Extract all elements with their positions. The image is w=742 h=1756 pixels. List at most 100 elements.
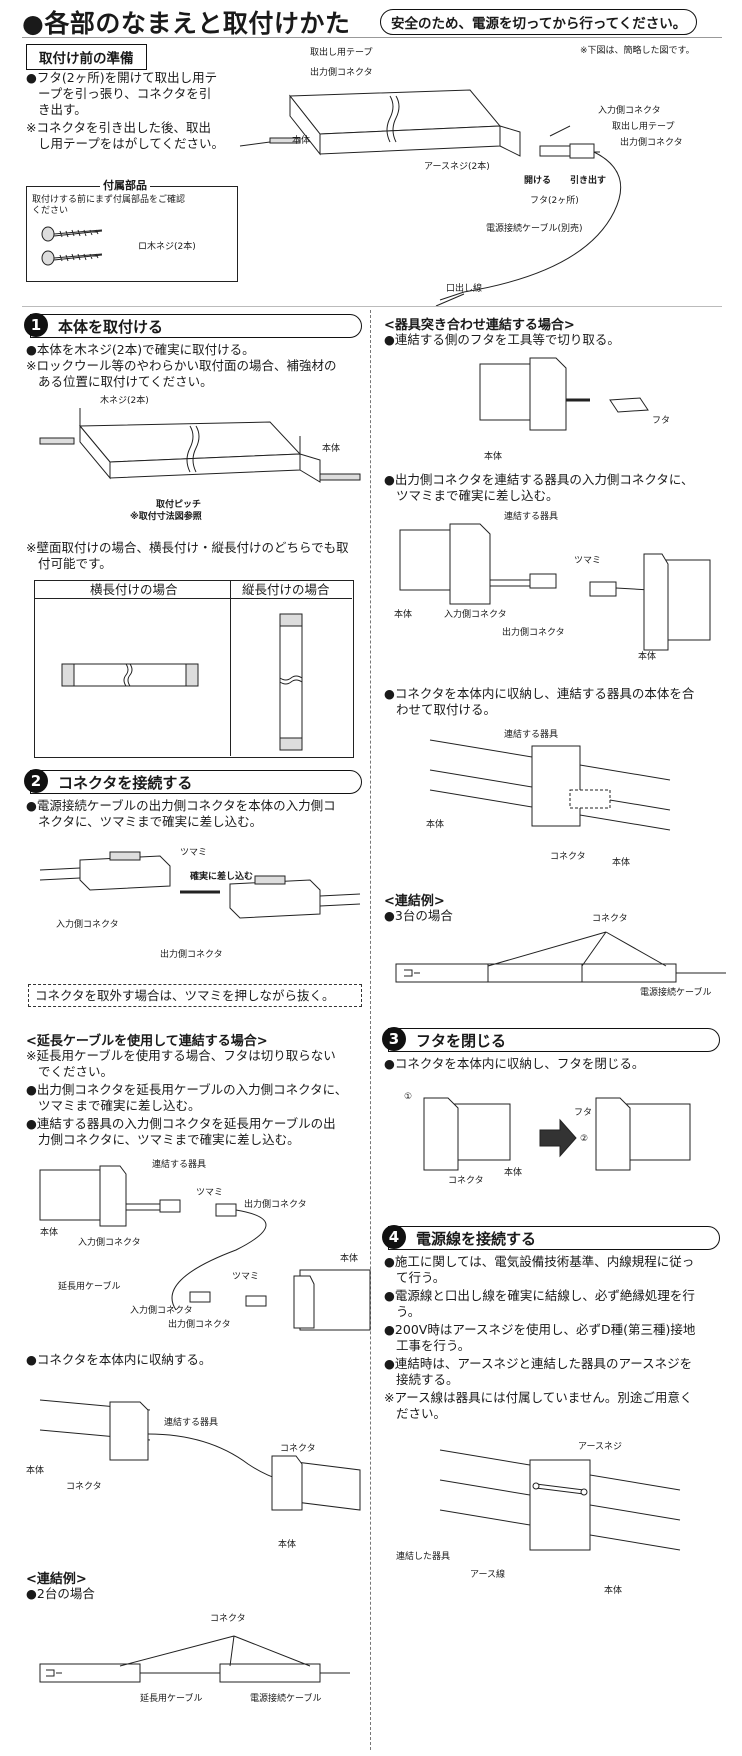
step2-title: コネクタを接続する bbox=[58, 774, 193, 792]
step3-circ2: ② bbox=[580, 1134, 589, 1144]
step1-line1: ●本体を木ネジ(2本)で確実に取付ける。 bbox=[26, 342, 255, 357]
safety-caution: 安全のため、電源を切ってから行ってください。 bbox=[380, 9, 698, 35]
step4-connected: 連結した器具 bbox=[396, 1552, 451, 1562]
ov-lid: フタ(2ヶ所) bbox=[530, 196, 579, 206]
butt-body-3: 本体 bbox=[638, 652, 657, 662]
step4-ground-screw: アースネジ bbox=[578, 1442, 623, 1452]
simplified-note: ※下図は、簡略した図です。 bbox=[580, 46, 695, 56]
butt-mount-diagram bbox=[429, 739, 671, 831]
step4-l1: ●施工に関しては、電気設備技術基準、内線規程に従っ bbox=[384, 1254, 695, 1269]
butt-mount-body-2: 本体 bbox=[612, 858, 631, 868]
ov-open: 開ける bbox=[524, 176, 552, 186]
step3-line1: ●コネクタを本体内に収納し、フタを閉じる。 bbox=[384, 1056, 645, 1071]
butt-connect-diagram bbox=[399, 523, 711, 651]
step2-in-conn: 入力側コネクタ bbox=[56, 920, 119, 930]
butt-mount-body-1: 本体 bbox=[426, 820, 445, 830]
ov-pull: 引き出す bbox=[570, 176, 607, 186]
ext-out-conn-1: 出力側コネクタ bbox=[244, 1200, 307, 1210]
ext-store-conn-2: コネクタ bbox=[280, 1444, 316, 1454]
ov-cable: 電源接続ケーブル(別売) bbox=[486, 224, 583, 234]
ext-l5: ●連結する器具の入力側コネクタを延長用ケーブルの出 bbox=[26, 1116, 336, 1131]
ext-l2: でください。 bbox=[38, 1064, 114, 1079]
ext-knob-1: ツマミ bbox=[196, 1188, 224, 1198]
step4-l10: ださい。 bbox=[396, 1406, 447, 1421]
butt-example-power: 電源接続ケーブル bbox=[640, 988, 712, 998]
remove-connector-note: コネクタを取外す場合は、ツマミを押しながら抜く。 bbox=[28, 984, 362, 1007]
butt-l3: ツマミまで確実に差し込む。 bbox=[396, 488, 559, 503]
step2-number: 2 bbox=[24, 769, 48, 793]
prep-line5: し用テープをはがしてください。 bbox=[38, 136, 225, 151]
step4-l9: ※アース線は器具には付属していません。別途ご用意く bbox=[384, 1390, 693, 1405]
ov-tape-left: 取出し用テープ bbox=[310, 48, 373, 58]
ext-store-fixture: 連結する器具 bbox=[164, 1418, 219, 1428]
step4-l5: ●200V時はアースネジを使用し、必ずD種(第三種)接地 bbox=[384, 1322, 696, 1337]
ext-in-conn-1: 入力側コネクタ bbox=[78, 1238, 141, 1248]
butt-example-heading: <連結例> bbox=[384, 894, 445, 909]
ov-in-conn: 入力側コネクタ bbox=[598, 106, 661, 116]
step3-connector: コネクタ bbox=[448, 1176, 484, 1186]
step4-l3: ●電源線と口出し線を確実に結線し、必ず絶縁処理を行 bbox=[384, 1288, 695, 1303]
ext-l1: ※延長用ケーブルを使用する場合、フタは切り取らない bbox=[26, 1048, 336, 1063]
ext-heading: <延長ケーブルを使用して連結する場合> bbox=[26, 1034, 268, 1049]
step1-wall1: ※壁面取付けの場合、横長付け・縦長付けのどちらでも取 bbox=[26, 540, 349, 555]
accessories-heading: 付属部品 bbox=[100, 180, 150, 192]
step1-pitch2: ※取付寸法図参照 bbox=[130, 512, 202, 522]
column-divider bbox=[370, 310, 371, 1750]
step4-l4: う。 bbox=[396, 1304, 421, 1319]
ext-diagram bbox=[39, 1165, 371, 1331]
butt-mount-conn: コネクタ bbox=[550, 852, 586, 862]
ov-body: 本体 bbox=[292, 136, 311, 146]
ov-leadwire: 口出し線 bbox=[446, 284, 483, 294]
step4-l2: て行う。 bbox=[396, 1270, 446, 1285]
prep-line4: ※コネクタを引き出した後、取出 bbox=[26, 120, 211, 135]
butt-mount-fixture: 連結する器具 bbox=[504, 730, 559, 740]
table-col-line bbox=[230, 580, 231, 756]
accessories-desc1: 取付けする前にまず付属部品をご確認 bbox=[32, 195, 186, 205]
step4-diagram bbox=[439, 1449, 681, 1551]
butt-cut-diagram bbox=[479, 357, 649, 431]
step3-diagram bbox=[423, 1097, 691, 1171]
ext-in-conn-2: 入力側コネクタ bbox=[130, 1306, 193, 1316]
accessories-desc2: ください bbox=[32, 206, 69, 216]
butt-l5: わせて取付ける。 bbox=[396, 702, 497, 717]
step1-title: 本体を取付ける bbox=[58, 318, 164, 336]
prep-heading: 取付け前の準備 bbox=[26, 44, 147, 70]
ext-knob-2: ツマミ bbox=[232, 1272, 260, 1282]
table-header-line bbox=[34, 598, 352, 599]
ext-l6: 力側コネクタに、ツマミまで確実に差し込む。 bbox=[38, 1132, 300, 1147]
step2-knob: ツマミ bbox=[180, 848, 208, 858]
step2-line1: ●電源接続ケーブルの出力側コネクタを本体の入力側コ bbox=[26, 798, 336, 813]
ext-store-body-2: 本体 bbox=[278, 1540, 297, 1550]
butt-body-2: 本体 bbox=[394, 610, 413, 620]
step4-body: 本体 bbox=[604, 1586, 623, 1596]
prep-line2: ープを引っ張り、コネクタを引 bbox=[38, 86, 212, 101]
step2-diagram bbox=[39, 851, 361, 919]
step3-body: 本体 bbox=[504, 1168, 523, 1178]
col-vertical: 縦長付けの場合 bbox=[242, 582, 330, 597]
step1-pitch1: 取付ピッチ bbox=[156, 500, 202, 510]
step4-l8: 接続する。 bbox=[396, 1372, 459, 1387]
step1-screw-label: 木ネジ(2本) bbox=[100, 396, 149, 406]
butt-knob: ツマミ bbox=[574, 556, 602, 566]
ext-example-two: ●2台の場合 bbox=[26, 1586, 95, 1601]
step1-line3: ある位置に取付けてください。 bbox=[38, 374, 213, 389]
ov-out-conn-left: 出力側コネクタ bbox=[310, 68, 373, 78]
step3-title: フタを閉じる bbox=[416, 1032, 507, 1050]
step2-insert: 確実に差し込む bbox=[190, 872, 254, 882]
butt-out-conn: 出力側コネクタ bbox=[502, 628, 565, 638]
prep-line1: ●フタ(2ヶ所)を開けて取出し用テ bbox=[26, 70, 218, 85]
butt-lid: フタ bbox=[652, 416, 671, 426]
ext-example-ext: 延長用ケーブル bbox=[140, 1694, 203, 1704]
step2-line2: ネクタに、ツマミまで確実に差し込む。 bbox=[38, 814, 263, 829]
step4-number: 4 bbox=[382, 1225, 406, 1249]
ext-body-1: 本体 bbox=[40, 1228, 59, 1238]
butt-body-1: 本体 bbox=[484, 452, 503, 462]
overview-diagram bbox=[239, 89, 622, 307]
step1-line2: ※ロックウール等のやわらかい取付面の場合、補強材の bbox=[26, 358, 337, 373]
ext-store-body-1: 本体 bbox=[26, 1466, 45, 1476]
ext-l4: ツマミまで確実に差し込む。 bbox=[38, 1098, 201, 1113]
ext-cable-label: 延長用ケーブル bbox=[58, 1282, 121, 1292]
butt-fixture: 連結する器具 bbox=[504, 512, 559, 522]
step1-body-label: 本体 bbox=[322, 444, 341, 454]
step1-number: 1 bbox=[24, 313, 48, 337]
